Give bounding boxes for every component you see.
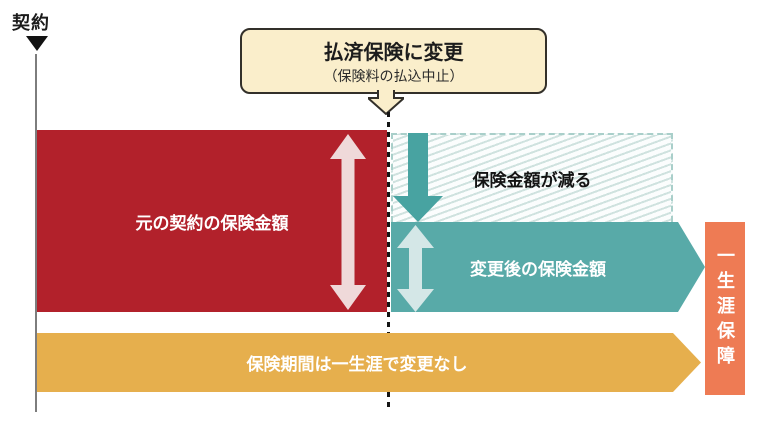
insurance-period-label: 保険期間は一生涯で変更なし — [246, 355, 468, 374]
change-callout-box: 払済保険に変更 （保険料の払込中止） — [240, 28, 547, 94]
original-amount-double-arrow-icon — [330, 134, 366, 310]
decrease-arrow-icon — [393, 133, 443, 222]
callout-subtitle: （保険料の払込中止） — [323, 68, 464, 84]
contract-marker-icon — [26, 36, 48, 51]
after-amount-block: 変更後の保険金額 — [391, 222, 705, 312]
insurance-period-bar: 保険期間は一生涯で変更なし — [37, 333, 701, 392]
callout-title: 払済保険に変更 — [323, 42, 464, 64]
after-amount-double-arrow-icon — [397, 225, 434, 312]
original-amount-label: 元の契約の保険金額 — [135, 213, 289, 233]
lifetime-coverage-label: 一生涯保障 — [715, 246, 735, 371]
contract-label: 契約 — [12, 13, 50, 33]
contract-timeline-line — [35, 54, 37, 412]
reduced-amount-label: 保険金額が減る — [472, 171, 592, 190]
original-amount-block: 元の契約の保険金額 — [37, 130, 387, 312]
change-point-dashed-line — [387, 112, 390, 412]
lifetime-coverage-tab: 一生涯保障 — [705, 222, 745, 395]
after-amount-label: 変更後の保険金額 — [470, 259, 606, 279]
reduced-amount-block: 保険金額が減る — [391, 133, 673, 222]
callout-pointer-icon — [368, 90, 404, 115]
